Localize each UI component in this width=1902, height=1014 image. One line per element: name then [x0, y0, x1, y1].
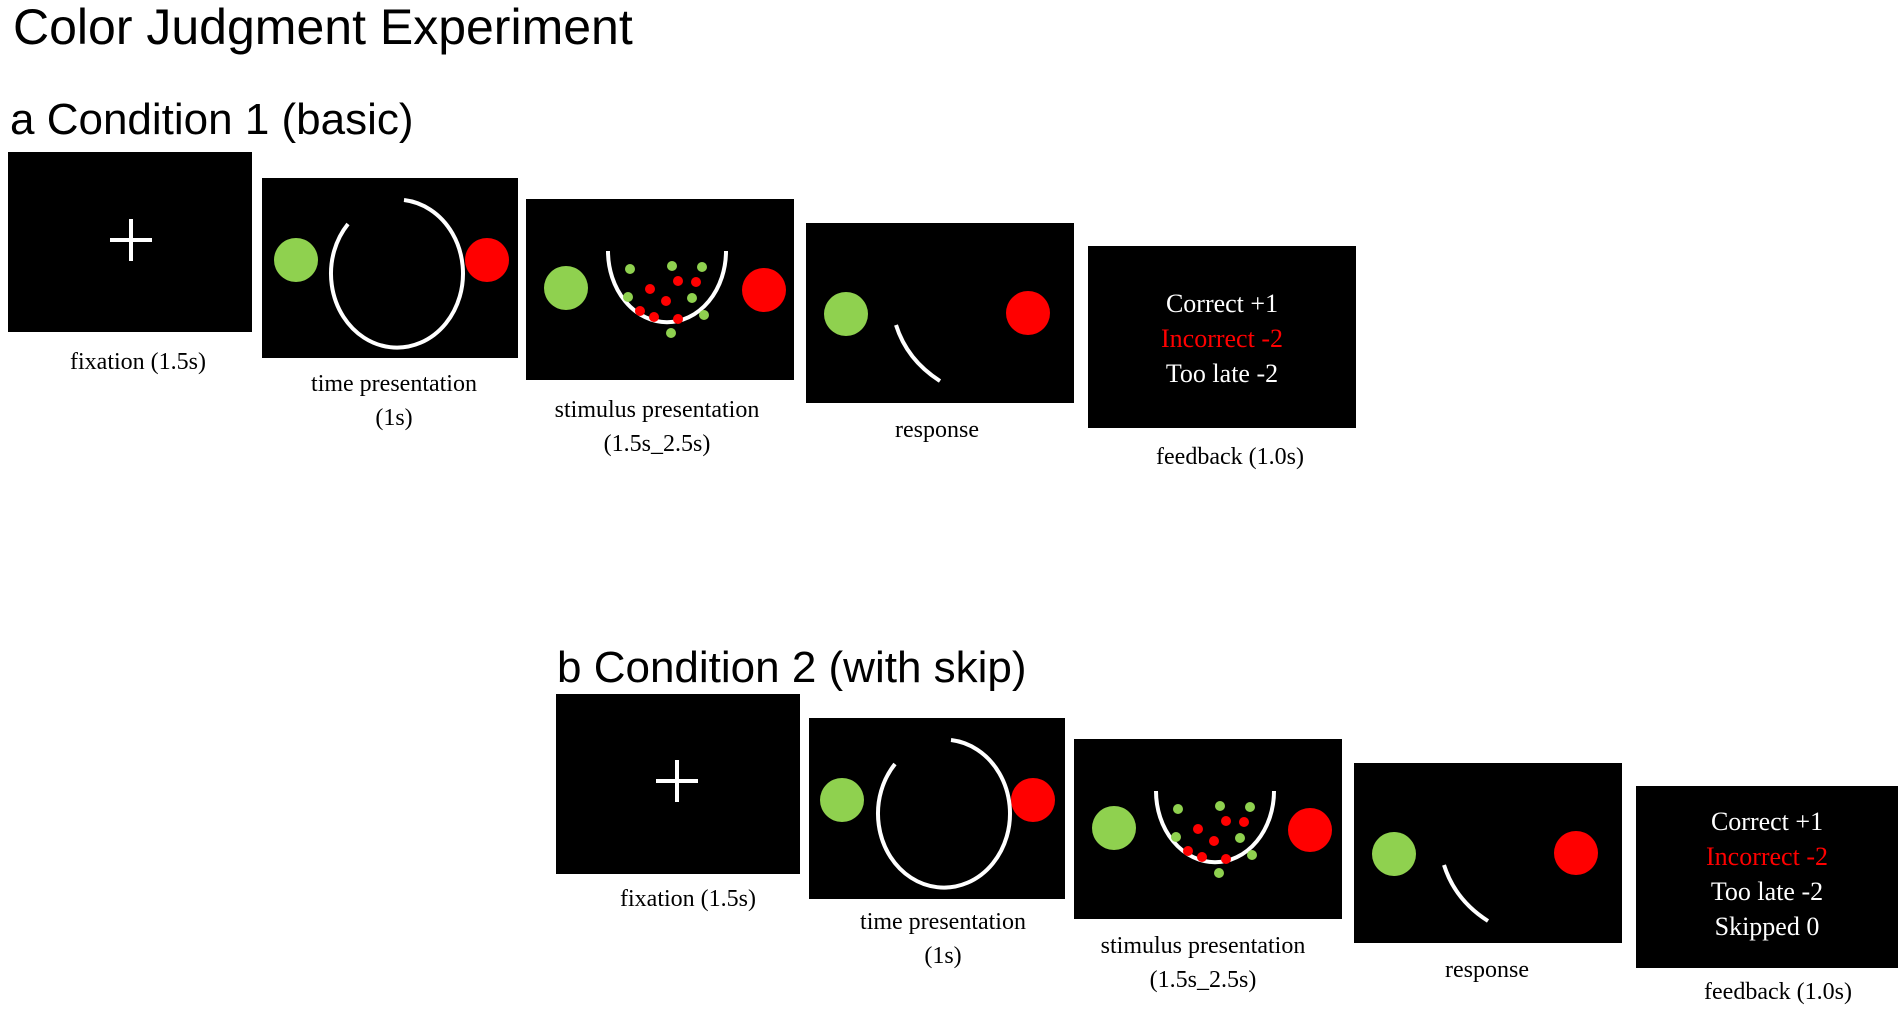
condition-a-response-caption: response [895, 417, 979, 443]
figure-title: Color Judgment Experiment [13, 0, 633, 55]
condition-a-feedback-panel: Correct +1 Incorrect -2 Too late -2 [1088, 246, 1356, 428]
condition-b-response-caption: response [1445, 957, 1529, 983]
red-circle [1288, 808, 1332, 852]
condition-a-fixation-caption: fixation (1.5s) [70, 349, 206, 375]
feedback-incorrect: Incorrect -2 [1706, 842, 1828, 871]
condition-b-time-caption-2: (1s) [924, 943, 962, 969]
condition-a-stimulus-caption-2: (1.5s_2.5s) [603, 431, 711, 457]
condition-a-feedback-caption: feedback (1.0s) [1156, 444, 1304, 470]
condition-b-feedback-panel: Correct +1 Incorrect -2 Too late -2 Skip… [1636, 786, 1898, 968]
stimulus-arc [606, 250, 728, 325]
feedback-correct: Correct +1 [1165, 289, 1279, 318]
feedback-too-late: Too late -2 [1710, 877, 1824, 906]
dot-cloud [1171, 801, 1257, 878]
condition-a-fixation-panel [8, 152, 252, 332]
red-circle [1554, 831, 1598, 875]
condition-a-stimulus-panel [526, 199, 794, 380]
condition-a-stimulus-caption-1: stimulus presentation [554, 397, 760, 423]
condition-a-time-caption-2: (1s) [375, 405, 413, 431]
green-circle [820, 778, 864, 822]
condition-b-stimulus-caption-1: stimulus presentation [1100, 933, 1306, 959]
stimulus-arc [1154, 790, 1276, 865]
response-arc [1442, 864, 1490, 923]
condition-b-fixation-caption: fixation (1.5s) [620, 886, 756, 912]
condition-b-stimulus-caption-2: (1.5s_2.5s) [1149, 967, 1257, 993]
condition-b-response-panel [1354, 763, 1622, 943]
condition-b-heading: b Condition 2 (with skip) [557, 643, 1027, 692]
condition-b-time-caption-1: time presentation [860, 909, 1026, 935]
feedback-incorrect: Incorrect -2 [1161, 324, 1283, 353]
condition-a-response-panel [806, 223, 1074, 403]
red-circle [1006, 291, 1050, 335]
condition-b-feedback-caption: feedback (1.0s) [1704, 979, 1852, 1005]
condition-a-time-caption-1: time presentation [311, 371, 477, 397]
condition-b-stimulus-panel [1074, 739, 1342, 919]
dot-cloud [623, 261, 709, 338]
fixation-cross-icon [656, 760, 698, 802]
green-circle [824, 292, 868, 336]
red-circle [1011, 778, 1055, 822]
green-circle [1372, 832, 1416, 876]
red-circle [742, 268, 786, 312]
green-circle [1092, 806, 1136, 850]
fixation-cross-icon [110, 219, 152, 261]
response-arc [894, 324, 942, 383]
condition-a-time-panel [262, 178, 518, 358]
feedback-skipped: Skipped 0 [1714, 912, 1820, 941]
red-circle [465, 238, 509, 282]
time-arc [329, 198, 465, 350]
condition-a-heading: a Condition 1 (basic) [10, 95, 414, 144]
condition-b-time-panel [809, 718, 1065, 899]
green-circle [274, 238, 318, 282]
feedback-too-late: Too late -2 [1165, 359, 1279, 388]
green-circle [544, 266, 588, 310]
time-arc [876, 738, 1012, 890]
feedback-correct: Correct +1 [1710, 807, 1824, 836]
condition-b-fixation-panel [556, 694, 800, 874]
